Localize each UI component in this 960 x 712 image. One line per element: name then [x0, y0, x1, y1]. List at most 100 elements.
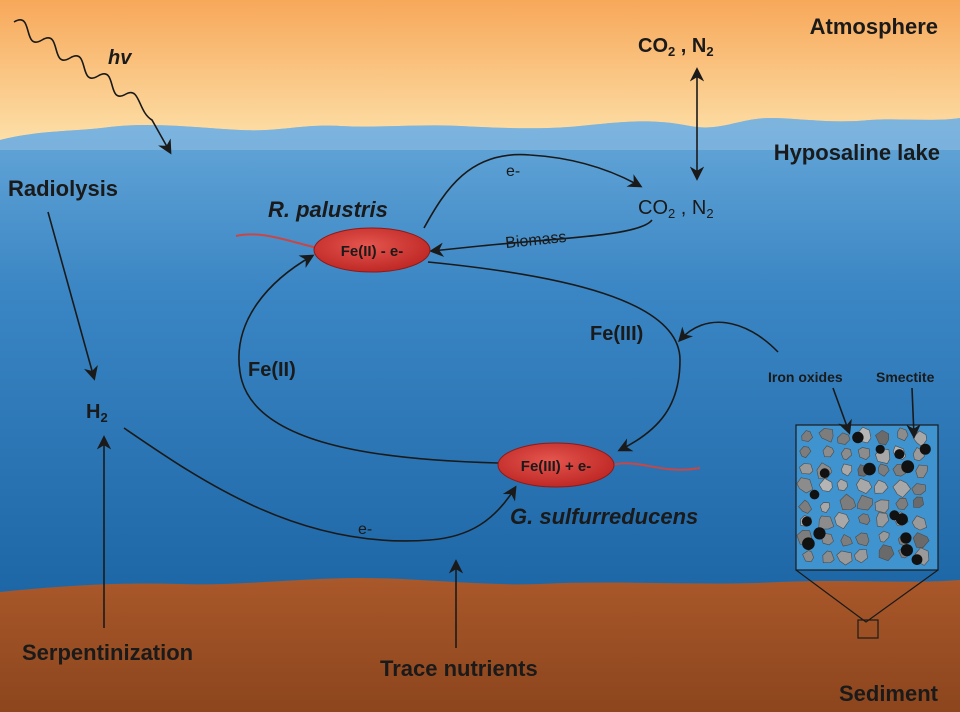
smectite-grain: [819, 502, 831, 513]
biomass-label: Biomass: [504, 229, 567, 252]
biomass-arrow: [429, 219, 653, 257]
electron-to-co2-arrow: [423, 153, 643, 229]
lake-surface-highlight: [0, 118, 960, 150]
fe2-arrow: [238, 254, 499, 464]
smectite-grain: [818, 515, 835, 530]
sunlight-wave-arrow: [13, 19, 172, 155]
smectite-grain: [836, 550, 853, 566]
r-palustris-label: R. palustris: [268, 197, 388, 222]
iron-oxide-particle: [813, 527, 826, 540]
smectite-grain: [876, 512, 890, 528]
iron-oxide-particle: [901, 460, 915, 474]
iron-oxide-particle: [895, 513, 908, 526]
smectite-grain: [837, 432, 851, 445]
iron-oxide-particle: [919, 443, 931, 455]
g-sulfurreducens-label: G. sulfurreducens: [510, 504, 698, 529]
iron-oxide-particle: [819, 468, 830, 479]
smectite-grain: [839, 493, 857, 511]
r-palustris-cell: [313, 227, 431, 273]
g-sulfurreducens-cell-label: Fe(III) + e-: [521, 458, 591, 475]
smectite-grain: [801, 430, 813, 442]
serpentinization-label: Serpentinization: [22, 640, 193, 665]
smectite-grain: [818, 478, 833, 492]
lake-water: [0, 118, 960, 600]
electron-bottom-label: e-: [358, 521, 372, 538]
smectite-grain: [836, 478, 848, 491]
smectite-grain: [911, 483, 926, 496]
fe2-label: Fe(II): [248, 359, 296, 381]
inset-sample-square: [857, 619, 879, 639]
iron-oxide-particle: [900, 544, 914, 557]
co2-n2-atmosphere-label: CO2 , N2: [638, 35, 714, 59]
smectite-grain: [858, 513, 871, 525]
fe3-arrow: [427, 261, 681, 452]
iron-oxides-arrow: [678, 321, 779, 353]
hyposaline-lake-label: Hyposaline lake: [774, 140, 940, 165]
g-sulfurreducens-cell: [497, 442, 615, 488]
iron-oxide-particle: [894, 449, 905, 460]
iron-oxide-particle: [802, 537, 815, 550]
smectite-label: Smectite: [876, 369, 935, 385]
iron-oxide-particle: [863, 462, 876, 476]
sediment-label: Sediment: [839, 681, 939, 706]
sediment-layer: [0, 578, 960, 712]
iron-oxide-particle: [801, 516, 812, 527]
smectite-grain: [818, 428, 834, 443]
iron-oxides-label: Iron oxides: [768, 369, 843, 385]
smectite-grain: [912, 532, 930, 549]
smectite-grain: [878, 544, 895, 562]
iron-oxide-particle: [875, 444, 885, 454]
inset-funnel: [795, 569, 939, 623]
g-sulfurreducens-flagellum: [611, 462, 701, 471]
smectite-grain: [854, 549, 868, 564]
smectite-grain: [878, 463, 890, 477]
smectite-grain: [857, 447, 871, 460]
fe3-label: Fe(III): [590, 323, 643, 345]
co2-n2-lake-label: CO2 , N2: [638, 197, 714, 221]
smectite-grain: [799, 463, 814, 475]
smectite-grain: [892, 479, 911, 498]
smectite-grain: [799, 446, 812, 459]
iron-oxide-particle: [852, 431, 864, 444]
iron-oxide-particle: [900, 532, 912, 544]
smectite-grain: [857, 494, 873, 511]
smectite-grain: [822, 445, 835, 458]
smectite-grain: [802, 550, 814, 562]
smectite-grain: [913, 496, 924, 508]
smectite-grain: [874, 499, 890, 514]
sediment-grains: [796, 426, 931, 566]
sediment-inset: [795, 387, 939, 639]
smectite-grain: [895, 497, 909, 511]
trace-nutrients-label: Trace nutrients: [380, 656, 538, 681]
smectite-grain: [915, 464, 929, 479]
iron-oxides-pointer: [832, 387, 852, 435]
radiolysis-label: Radiolysis: [8, 176, 118, 201]
electron-top-label: e-: [506, 163, 520, 180]
smectite-grain: [840, 534, 853, 547]
r-palustris-cell-label: Fe(II) - e-: [341, 243, 404, 260]
smectite-grain: [897, 427, 909, 442]
smectite-grain: [834, 512, 850, 530]
smectite-grain: [856, 478, 873, 494]
smectite-pointer: [906, 387, 921, 439]
h2-electron-arrow: [123, 427, 517, 542]
radiolysis-arrow: [47, 211, 98, 381]
smectite-grain: [855, 532, 870, 547]
smectite-grain: [822, 550, 835, 564]
h2-label: H2: [86, 401, 108, 425]
smectite-grain: [878, 530, 890, 543]
smectite-grain: [796, 477, 814, 494]
iron-oxide-particle: [809, 489, 820, 500]
iron-oxide-particle: [911, 554, 923, 565]
smectite-grain: [798, 499, 812, 514]
smectite-grain: [840, 447, 852, 460]
smectite-grain: [841, 463, 853, 477]
hv-label: hv: [108, 47, 133, 69]
atmosphere-label: Atmosphere: [810, 14, 938, 39]
smectite-grain: [911, 515, 927, 531]
smectite-grain: [874, 479, 889, 494]
smectite-grain: [875, 429, 890, 446]
r-palustris-flagellum: [235, 233, 319, 249]
